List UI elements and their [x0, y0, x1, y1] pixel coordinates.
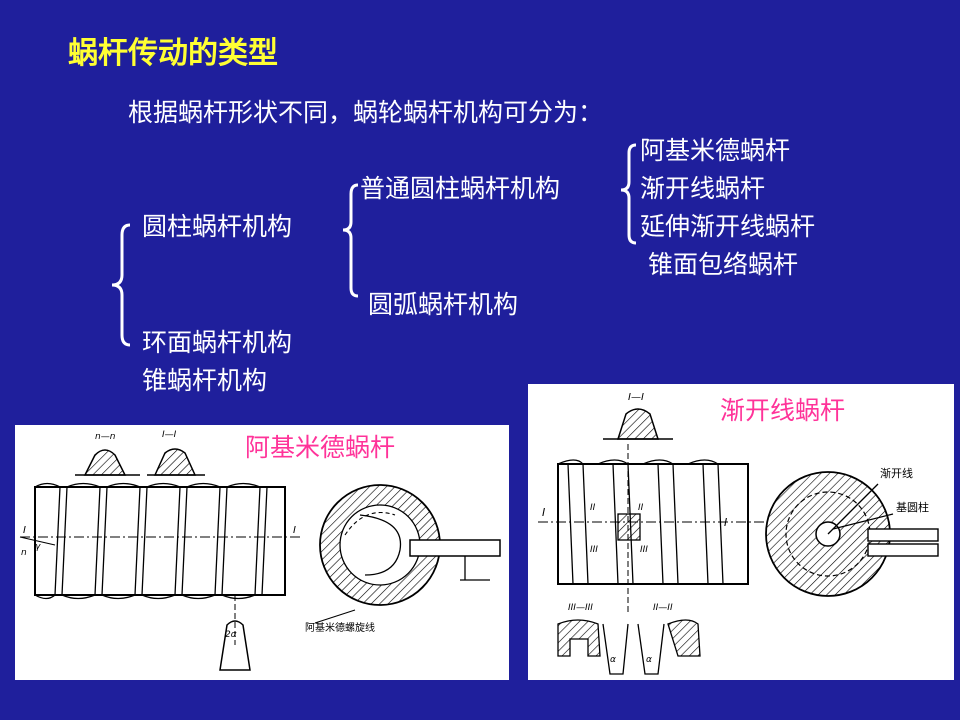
extended-involute-text: 延伸渐开线蜗杆 [640, 212, 816, 241]
involute-line-annotation: 渐开线 [880, 466, 913, 480]
ordinary-brace-icon [620, 143, 637, 245]
intro-text: 根据蜗杆形状不同，蜗轮蜗杆机构可分为： [128, 98, 604, 127]
right-mark-i-right: I [724, 516, 727, 529]
archimedes-drawing: n—n I—I I I γ n 2α [19, 430, 501, 671]
right-mark-ii: II [590, 503, 596, 513]
archimedes-figure: n—n I—I I I γ n 2α [15, 425, 509, 680]
page-title: 蜗杆传动的类型 [68, 36, 278, 71]
right-mark-iii: III [590, 545, 598, 555]
involute-figure-label: 渐开线蜗杆 [720, 396, 846, 425]
right-section-2-label: II—II [653, 603, 673, 613]
involute-worm-text: 渐开线蜗杆 [640, 174, 766, 203]
cylindrical-brace-icon [342, 183, 359, 298]
base-cylinder-annotation: 基圆柱 [896, 500, 929, 514]
left-mark-gamma: γ [35, 542, 41, 552]
right-mark-iii-right: III [640, 545, 648, 555]
right-mark-i: I [542, 506, 545, 519]
archimedes-figure-label: 阿基米德蜗杆 [245, 433, 396, 462]
toroidal-worm-text: 环面蜗杆机构 [142, 328, 293, 357]
section-nn-label: n—n [95, 432, 116, 442]
right-mark-a: α [610, 655, 616, 665]
cone-envelope-text: 锥面包络蜗杆 [648, 250, 799, 279]
left-mark-i: I [23, 525, 26, 536]
right-section-3-label: III—III [568, 603, 593, 613]
cylindrical-worm-text: 圆柱蜗杆机构 [142, 212, 293, 241]
main-brace-icon [111, 223, 131, 347]
right-mark-a-2: α [646, 655, 652, 665]
section-11-label: I—I [162, 430, 177, 440]
left-mark-i-right: I [293, 525, 296, 536]
involute-drawing: I—I I I II II III III III—III II—II α α [538, 392, 939, 675]
ordinary-cylindrical-text: 普通圆柱蜗杆机构 [360, 174, 561, 203]
left-mark-n: n [21, 548, 27, 558]
archimedes-worm-text: 阿基米德蜗杆 [640, 136, 791, 165]
right-mark-ii-right: II [638, 503, 644, 513]
arc-worm-text: 圆弧蜗杆机构 [368, 290, 519, 319]
left-mark-2a: 2α [225, 630, 237, 640]
right-section-11-label: I—I [628, 392, 644, 403]
archimedes-spiral-annotation: 阿基米德螺旋线 [305, 621, 375, 634]
involute-figure: I—I I I II II III III III—III II—II α α [528, 384, 954, 680]
conical-worm-text: 锥蜗杆机构 [142, 366, 268, 395]
